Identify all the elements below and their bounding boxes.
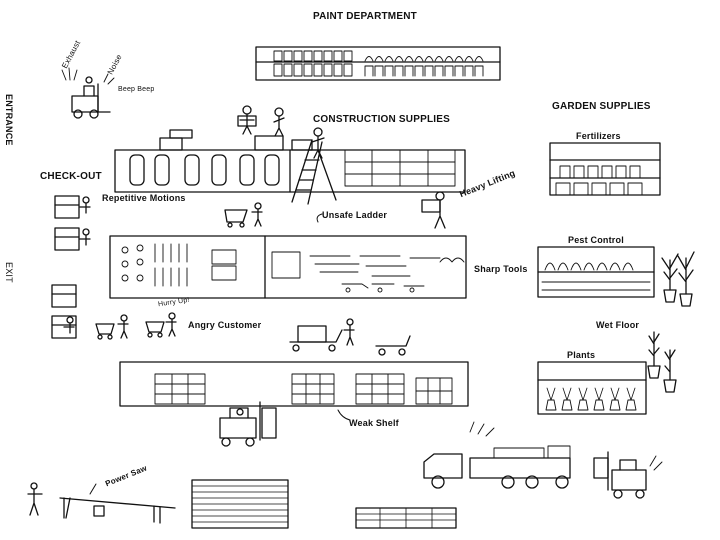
aisle-forklift — [219, 401, 277, 447]
label-repetitive-motions: Repetitive Motions — [102, 193, 186, 203]
angry-customer-carts — [95, 312, 177, 340]
lumber-stack-right — [355, 507, 457, 529]
plant-shelf — [537, 361, 647, 415]
label-wet-floor: Wet Floor — [596, 320, 640, 330]
weak-shelf — [119, 361, 469, 421]
pallet-jack-and-cart — [289, 318, 411, 356]
label-entrance: ENTRANCE — [4, 94, 14, 146]
label-angry-customer: Angry Customer — [188, 320, 262, 330]
delivery-truck — [423, 421, 571, 489]
label-paint-department: PAINT DEPARTMENT — [313, 11, 417, 22]
shopping-cart-person — [224, 202, 263, 228]
power-saw-table — [27, 482, 176, 524]
label-pest-control: Pest Control — [568, 235, 624, 245]
entrance-forklift — [61, 67, 115, 119]
unsafe-ladder — [291, 127, 337, 223]
paint-shelf — [255, 46, 501, 81]
label-weak-shelf: Weak Shelf — [349, 418, 399, 428]
label-fertilizers: Fertilizers — [576, 131, 621, 141]
label-plants: Plants — [567, 350, 596, 360]
label-beep-beep: Beep Beep — [118, 86, 155, 93]
potted-trees — [661, 251, 695, 307]
heavy-lifting-worker — [421, 191, 446, 229]
construction-shelf — [114, 105, 466, 193]
label-construction-supplies: CONSTRUCTION SUPPLIES — [313, 114, 450, 125]
wet-floor-plants — [647, 331, 677, 393]
sharp-tools-shelf — [109, 235, 467, 299]
label-check-out: CHECK-OUT — [40, 171, 102, 182]
pest-control-shelf — [537, 246, 655, 298]
label-exit: EXIT — [4, 262, 14, 283]
label-sharp-tools: Sharp Tools — [474, 264, 528, 274]
fertilizer-shelf — [549, 142, 661, 196]
checkout-counters — [51, 195, 91, 339]
label-garden-supplies: GARDEN SUPPLIES — [552, 101, 651, 112]
label-unsafe-ladder: Unsafe Ladder — [322, 210, 388, 220]
lumber-stack-left — [191, 479, 289, 529]
dock-forklift — [593, 451, 663, 499]
